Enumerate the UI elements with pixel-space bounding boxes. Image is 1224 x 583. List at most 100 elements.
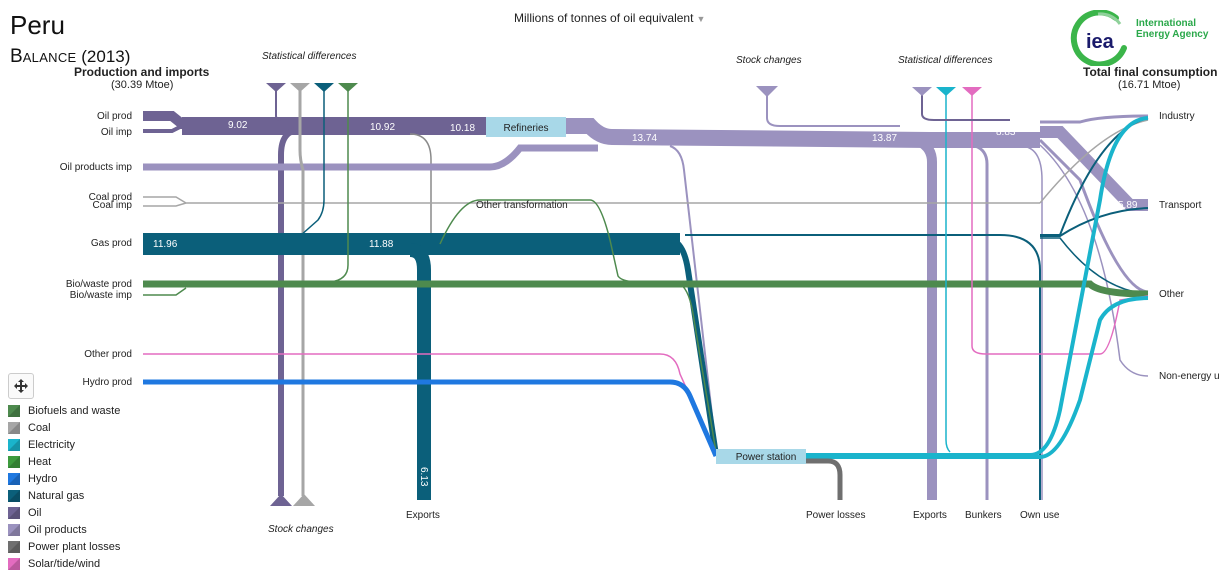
legend-label: Heat bbox=[28, 455, 52, 468]
flow-gas-tfc[interactable] bbox=[685, 234, 1041, 500]
legend-label: Electricity bbox=[28, 438, 76, 451]
value-transport: 5.89 bbox=[1118, 200, 1138, 211]
flow-hydro-prod[interactable] bbox=[143, 379, 719, 457]
legend-swatch bbox=[8, 455, 20, 468]
electricity-stat-diff-arrow[interactable] bbox=[936, 87, 956, 96]
flow-oil-products-non-energy[interactable] bbox=[1039, 144, 1149, 377]
legend-item-oil[interactable]: Oil bbox=[8, 504, 120, 521]
legend-item-hydro[interactable]: Hydro bbox=[8, 470, 120, 487]
flow-bio-prod[interactable] bbox=[143, 280, 1149, 298]
flow-oil-products-to-power[interactable] bbox=[669, 145, 717, 451]
flow-oil-stat-diff[interactable] bbox=[275, 88, 283, 121]
value-refinery-out: 13.74 bbox=[632, 133, 657, 144]
flow-gas-exports[interactable] bbox=[409, 243, 431, 500]
power-station-node[interactable] bbox=[716, 449, 806, 464]
flow-oil-export-line[interactable] bbox=[409, 133, 432, 244]
flow-coal-prod[interactable] bbox=[143, 196, 1040, 204]
stock-changes-bottom-label: Stock changes bbox=[268, 524, 334, 535]
iea-logo-text: International Energy Agency bbox=[1136, 18, 1208, 40]
flow-bio-to-power[interactable] bbox=[679, 283, 717, 453]
flow-oil-products-industry[interactable] bbox=[1040, 114, 1149, 124]
legend-item-natural-gas[interactable]: Natural gas bbox=[8, 487, 120, 504]
oil-products-stat-diff-arrow[interactable] bbox=[912, 87, 932, 96]
flow-gas-stat-diff[interactable] bbox=[299, 88, 325, 237]
flow-electricity-stat-diff[interactable] bbox=[945, 88, 951, 453]
legend-swatch bbox=[8, 506, 20, 519]
solar-stat-diff-arrow[interactable] bbox=[962, 87, 982, 96]
row-label-non-energy: Non-energy u bbox=[1159, 371, 1220, 382]
row-label-gas-prod: Gas prod bbox=[90, 238, 132, 249]
flow-oil-products-own-use[interactable] bbox=[1019, 145, 1043, 500]
refineries-node[interactable] bbox=[486, 117, 566, 137]
flow-oil-stock-changes[interactable] bbox=[278, 127, 301, 496]
legend-item-power-plant-losses[interactable]: Power plant losses bbox=[8, 538, 120, 555]
legend-item-heat[interactable]: Heat bbox=[8, 453, 120, 470]
units-label: Millions of tonnes of oil equivalent bbox=[514, 11, 694, 25]
stat-diff-right-label: Statistical differences bbox=[898, 55, 993, 66]
value-gas-after: 11.88 bbox=[369, 239, 394, 250]
legend-item-coal[interactable]: Coal bbox=[8, 419, 120, 436]
balance-initial: B bbox=[10, 46, 23, 67]
flow-solar-stat-diff[interactable] bbox=[971, 88, 1149, 355]
tfc-total: (16.71 Mtoe) bbox=[1118, 79, 1181, 91]
gas-stat-diff-arrow[interactable] bbox=[314, 83, 334, 92]
oil-stat-diff-arrow[interactable] bbox=[266, 83, 286, 92]
legend-label: Oil bbox=[28, 506, 42, 519]
legend-item-biofuels[interactable]: Biofuels and waste bbox=[8, 402, 120, 419]
legend-label: Biofuels and waste bbox=[28, 404, 121, 417]
legend-swatch bbox=[8, 540, 20, 553]
stock-changes-top-arrow[interactable] bbox=[756, 86, 778, 97]
bunkers-label: Bunkers bbox=[965, 510, 1002, 521]
flow-coal-stock[interactable] bbox=[298, 88, 305, 496]
value-refinery-in: 10.18 bbox=[450, 123, 475, 134]
stock-changes-coal-arrow[interactable] bbox=[293, 494, 315, 506]
legend-item-solar[interactable]: Solar/tide/wind bbox=[8, 555, 120, 572]
flow-oil-products-stat-diff[interactable] bbox=[921, 88, 1010, 121]
exports-gas-label: Exports bbox=[406, 510, 440, 521]
flow-bio-stat-diff[interactable] bbox=[329, 88, 349, 283]
bio-stat-diff-arrow[interactable] bbox=[338, 83, 358, 92]
flow-oil-products-stock[interactable] bbox=[766, 90, 900, 127]
flow-electricity-out[interactable] bbox=[806, 116, 1149, 457]
move-arrows-icon bbox=[14, 379, 28, 393]
flow-oil-products-other[interactable] bbox=[1038, 138, 1149, 294]
flow-oil-products-imp[interactable] bbox=[143, 144, 598, 171]
balance-subtitle: BALANCE (2013) bbox=[10, 46, 130, 68]
row-label-industry: Industry bbox=[1159, 111, 1195, 122]
flow-power-losses[interactable] bbox=[806, 458, 843, 500]
flow-coal-imp[interactable] bbox=[143, 202, 187, 207]
flow-bio-imp[interactable] bbox=[143, 287, 187, 296]
flow-electricity-other[interactable] bbox=[806, 296, 1149, 459]
flow-oil-products-transport[interactable] bbox=[1040, 126, 1148, 211]
logo-line-1: International bbox=[1136, 18, 1197, 29]
flow-other-prod[interactable] bbox=[143, 353, 717, 455]
production-imports-total: (30.39 Mtoe) bbox=[111, 79, 174, 91]
units-dropdown[interactable]: Millions of tonnes of oil equivalent▼ bbox=[514, 11, 705, 25]
flow-oil-products-bunkers[interactable] bbox=[974, 144, 989, 500]
iea-logo: iea bbox=[1068, 9, 1218, 68]
stock-changes-oil-arrow[interactable] bbox=[270, 494, 292, 506]
flow-coal-industry[interactable] bbox=[1039, 119, 1149, 204]
row-label-bio-prod: Bio/waste prod bbox=[65, 279, 132, 290]
row-label-other: Other bbox=[1159, 289, 1185, 300]
value-oil-total: 10.92 bbox=[370, 122, 395, 133]
row-label-transport: Transport bbox=[1159, 200, 1202, 211]
flow-refinery-out[interactable] bbox=[566, 118, 1040, 148]
move-button[interactable] bbox=[8, 373, 34, 399]
legend-item-electricity[interactable]: Electricity bbox=[8, 436, 120, 453]
stat-diff-left-label: Statistical differences bbox=[262, 51, 357, 62]
flow-gas-to-power[interactable] bbox=[670, 237, 719, 456]
row-label-oil-products-imp: Oil products imp bbox=[59, 162, 132, 173]
flow-oil-products-exports[interactable] bbox=[917, 137, 937, 500]
flow-bio-to-other-transformation[interactable] bbox=[439, 199, 641, 283]
legend-label: Power plant losses bbox=[28, 540, 121, 553]
stock-changes-top-label: Stock changes bbox=[736, 55, 802, 66]
power-losses-label: Power losses bbox=[806, 510, 866, 521]
statistical-differences-markers-right bbox=[912, 87, 982, 96]
legend-item-oil-products[interactable]: Oil products bbox=[8, 521, 120, 538]
coal-stat-diff-arrow[interactable] bbox=[290, 83, 310, 92]
legend-swatch bbox=[8, 472, 20, 485]
production-imports-title: Production and imports bbox=[74, 65, 210, 79]
exports-oil-label: Exports bbox=[913, 510, 947, 521]
